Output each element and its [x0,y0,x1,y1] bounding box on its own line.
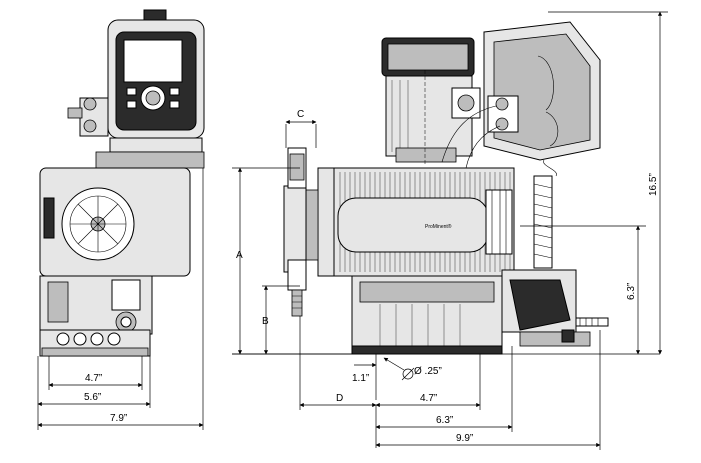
side-spring [533,159,557,269]
dim-side-b: B [262,316,269,327]
dim-height-total: 16.5” [648,173,659,196]
dim-side-offset: 1.1” [352,373,369,384]
display-screen [123,39,183,83]
dim-side-hole: Ø .25” [414,366,442,377]
dim-front-outer: 5.6” [84,392,101,403]
side-controller [483,21,601,161]
pump-flange [317,167,335,277]
side-view: ProMinent® [283,21,609,355]
front-dimensions: 4.7” 5.6” 7.9” [37,168,204,430]
side-dimensions: C A B 1.1” Ø .25” D 4.7” 6.3” [232,11,668,450]
dim-side-a: A [236,250,243,261]
dim-side-base: 4.7” [420,393,437,404]
dim-side-d: D [336,393,343,404]
fan-wheel [61,187,135,261]
dim-side-c: C [297,109,304,120]
dim-side-base-ext: 6.3” [436,415,453,426]
dim-side-length: 9.9” [456,433,473,444]
dim-front-total: 7.9” [110,413,127,424]
brand-label: ProMinent® [425,223,452,230]
dim-front-inner: 4.7” [85,373,102,384]
drive-cylinder [337,197,489,253]
front-view [39,9,205,357]
dim-height-partial: 6.3” [626,283,637,300]
liquid-end [283,147,307,317]
